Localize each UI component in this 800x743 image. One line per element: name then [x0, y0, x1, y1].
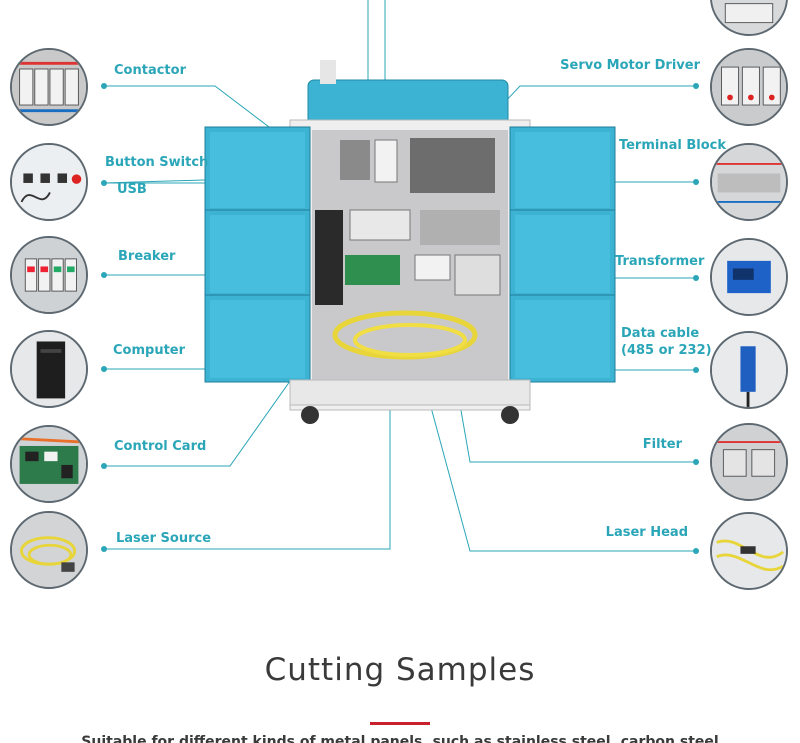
breaker-thumbnail: [10, 236, 88, 314]
electrical-cabinet-image: [204, 60, 616, 424]
label-contactor: Contactor: [114, 63, 186, 78]
label-transformer: Transformer: [615, 254, 705, 269]
label-data-cable: Data cable (485 or 232): [621, 326, 712, 358]
laser-source-thumbnail: [10, 511, 88, 589]
contactor-thumbnail: [10, 48, 88, 126]
button-switch-thumbnail: [10, 143, 88, 221]
label-laser-source: Laser Source: [116, 531, 212, 546]
data-cable-thumbnail: [710, 331, 788, 409]
label-servo-motor-driver: Servo Motor Driver: [560, 58, 700, 73]
label-button-switch: Button Switch: [105, 155, 209, 170]
control-card-thumbnail: [10, 425, 88, 503]
section-title: Cutting Samples: [264, 652, 536, 688]
label-terminal-block: Terminal Block: [618, 138, 726, 153]
label-breaker: Breaker: [118, 249, 176, 264]
label-usb: USB: [117, 182, 147, 197]
top-right-thumbnail: [710, 0, 788, 36]
label-control-card: Control Card: [114, 439, 207, 454]
label-filter: Filter: [642, 437, 682, 452]
section-subtitle: Suitable for different kinds of metal pa…: [81, 734, 719, 743]
transformer-thumbnail: [710, 238, 788, 316]
servo-motor-driver-thumbnail: [710, 48, 788, 126]
laser-head-thumbnail: [710, 512, 788, 590]
label-computer: Computer: [113, 343, 186, 358]
filter-thumbnail: [710, 423, 788, 501]
title-underline: [370, 722, 430, 725]
label-laser-head: Laser Head: [605, 525, 688, 540]
computer-thumbnail: [10, 330, 88, 408]
terminal-block-thumbnail: [710, 143, 788, 221]
